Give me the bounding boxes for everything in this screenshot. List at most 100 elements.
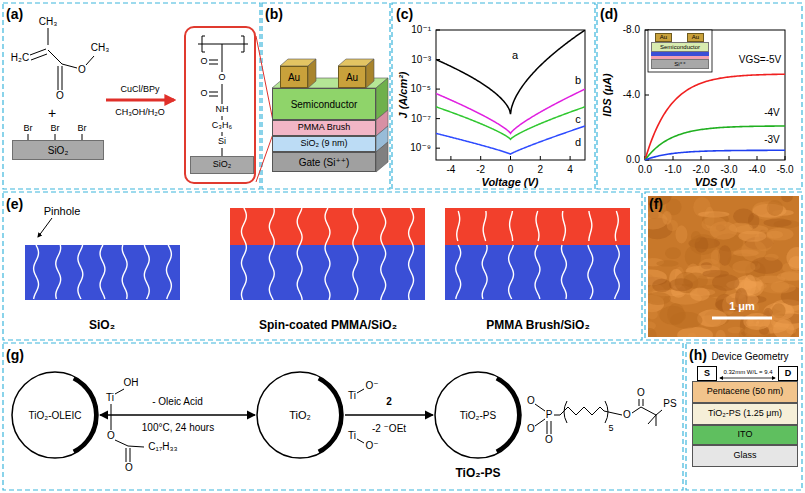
- chemical-label: O⁻: [365, 380, 378, 392]
- panel-letter: (h): [689, 347, 707, 363]
- pointer-arrow: [38, 218, 52, 237]
- bond-line: [643, 399, 644, 406]
- afm-grain: [702, 217, 727, 232]
- bond-line: [656, 415, 657, 426]
- bond-line: [357, 439, 364, 443]
- callout-line: [256, 134, 273, 182]
- panel-letter: (d): [600, 6, 618, 22]
- afm-grain: [691, 231, 701, 243]
- pinhole-line: [166, 245, 171, 299]
- caption-label: Spin-coated PMMA/SiO₂: [259, 319, 397, 333]
- pinhole-line: [510, 211, 513, 241]
- electrode-block: Au: [280, 66, 308, 88]
- tick-mark: [436, 30, 440, 31]
- tick-label: -5.0: [776, 164, 793, 176]
- chemical-label: CuCl/BPy: [120, 84, 159, 94]
- dimension-label: 0.32mm W/L = 9.4: [724, 369, 773, 376]
- electrode-block: Au: [338, 66, 366, 88]
- afm-grain: [648, 292, 671, 305]
- reaction-arrow: [345, 414, 433, 415]
- axis-title: VDS (V): [695, 176, 735, 189]
- tick-mark: [785, 156, 786, 160]
- panel-frame: [597, 3, 802, 189]
- nanoparticle-circle: TiO₂: [255, 370, 345, 460]
- bond-line: [632, 407, 662, 415]
- node-text: SiO₂: [48, 145, 69, 156]
- tick-mark: [645, 95, 649, 96]
- node-text: Au: [660, 34, 667, 41]
- chemical-label: Br: [24, 123, 33, 133]
- curve-label: -3V: [764, 134, 780, 146]
- bond-line: [209, 64, 218, 65]
- chemical-label: -2 ⁻OEt: [372, 423, 406, 435]
- bond-line: [209, 96, 218, 97]
- chemical-label: O: [623, 409, 631, 421]
- tick-label: -4.0: [623, 89, 640, 101]
- afm-grain: [777, 272, 799, 281]
- afm-grain: [675, 225, 687, 243]
- node-text: Gate (Si⁺⁺): [299, 157, 350, 168]
- substrate-slab: SiO₂: [190, 156, 254, 174]
- pinhole-line: [144, 245, 149, 299]
- node-text: NH: [216, 105, 229, 115]
- parenthesis: [605, 401, 608, 423]
- tick-label: -2: [476, 164, 485, 176]
- tick-label: 10⁻³: [411, 54, 431, 66]
- chemical-label: Ti: [348, 430, 356, 442]
- tick-mark: [510, 156, 511, 160]
- chemical-label: TiO₂-PS: [455, 467, 500, 481]
- chemical-label: Ti: [106, 392, 114, 404]
- node-text: Glass: [733, 451, 756, 461]
- panel-letter: (f): [649, 196, 663, 212]
- circle-outline: [12, 372, 98, 458]
- inset-layer: [651, 52, 709, 56]
- pinhole-line: [509, 245, 514, 299]
- node-text: C₃H₆: [212, 121, 232, 131]
- tick-mark: [757, 156, 758, 160]
- afm-grain: [767, 231, 783, 239]
- pinhole-line: [241, 208, 246, 300]
- chemical-label: 100°C, 24 hours: [142, 422, 214, 434]
- device-layer: Glass: [692, 445, 798, 467]
- node-text: Semiconductor: [660, 44, 700, 51]
- axis-title: IDS (μA): [601, 73, 614, 116]
- afm-grain: [656, 260, 678, 266]
- node-text: Pentacene (50 nm): [707, 387, 784, 397]
- node-text: ITO: [738, 430, 753, 440]
- product-box: SiO₂OOONHC₃H₆Si: [184, 26, 256, 184]
- node-text: Si⁺⁺: [674, 61, 686, 68]
- tick-label: -8.0: [623, 24, 640, 36]
- chemical-label: O: [107, 430, 115, 442]
- parenthesis: [564, 401, 567, 423]
- afm-grain: [667, 303, 684, 325]
- chemical-label: P: [546, 409, 553, 421]
- bond-line: [130, 448, 131, 462]
- bond-line: [30, 49, 46, 55]
- bond-line: [111, 404, 112, 430]
- panel-letter: (g): [6, 347, 24, 363]
- curve-label: b: [575, 74, 581, 87]
- tick-mark: [701, 156, 702, 160]
- node-text: PMMA Brush: [298, 123, 351, 133]
- node-text: Semiconductor: [291, 99, 358, 110]
- curve-label: a: [512, 49, 518, 62]
- panel-letter: (b): [265, 6, 283, 22]
- device-layer: Semiconductor: [272, 88, 376, 120]
- callout-line: [256, 36, 273, 121]
- panel-frame: [3, 3, 260, 189]
- afm-grain: [764, 219, 792, 227]
- node-text: O: [218, 73, 225, 83]
- afm-grain: [687, 332, 696, 337]
- tick-mark: [570, 156, 571, 160]
- bond-line: [639, 399, 640, 406]
- afm-grain: [773, 320, 794, 337]
- edge-label: 2: [384, 396, 394, 408]
- bond-line: [48, 28, 49, 45]
- afm-grain: [738, 231, 766, 242]
- axis-title: J (A/cm²): [397, 71, 410, 118]
- tick-mark: [436, 89, 440, 90]
- tick-label: 0.0: [626, 154, 640, 166]
- afm-grain: [743, 313, 770, 330]
- data-curve: [436, 126, 585, 154]
